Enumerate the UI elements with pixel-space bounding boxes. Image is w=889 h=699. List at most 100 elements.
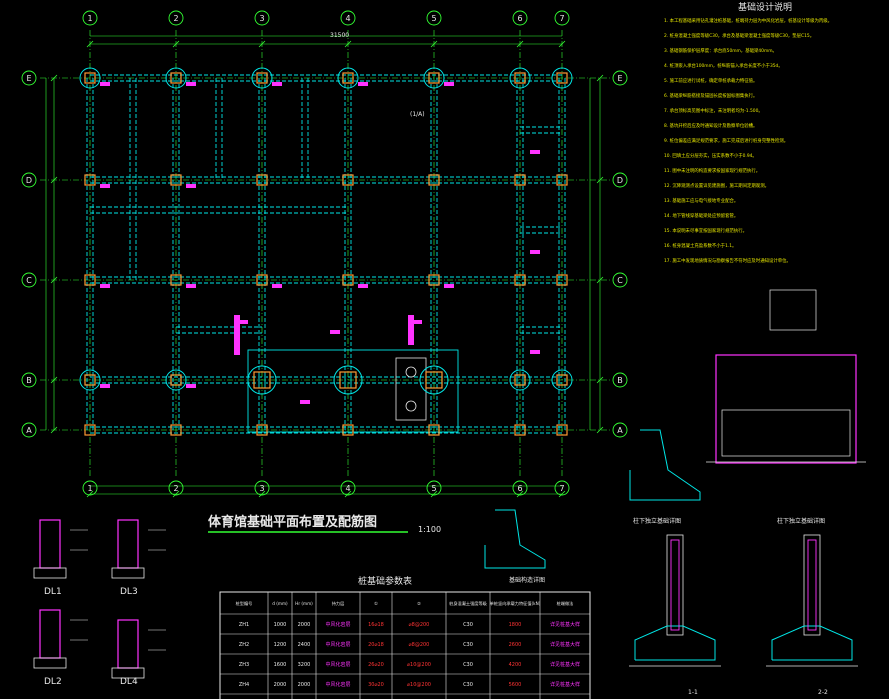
axis-col-bottom-label: 7 (559, 484, 564, 493)
detail-base (33, 567, 67, 579)
dim-tick (596, 74, 604, 82)
table-cell: 16⌀18 (368, 622, 384, 628)
design-notes: 1. 本工程基础采用钻孔灌注桩基础，桩端持力层为中风化岩层，桩基设计等级为丙级。… (664, 17, 832, 264)
table-cell: 中风化岩层 (325, 661, 350, 668)
plan-annotation (412, 320, 422, 324)
pile-circle (247, 365, 277, 395)
axis-row-right-circle (612, 422, 628, 438)
section-details (484, 289, 866, 667)
pile-circle (551, 369, 573, 391)
note-line: 3. 基础钢筋保护层厚度：承台底50mm，基础梁40mm。 (664, 47, 777, 54)
note-line: 2. 桩身混凝土强度等级C30，承台及基础梁混凝土强度等级C30，垫层C15。 (664, 32, 814, 39)
table-header-cell: 持力层 (332, 600, 345, 607)
axis-row-right-circle (612, 172, 628, 188)
axis-col-bottom-circle (168, 480, 184, 496)
pit-hole (405, 366, 417, 378)
axis-row-right-label: D (617, 176, 623, 185)
pile-circle (509, 67, 531, 89)
axis-col-top-circle (340, 10, 356, 26)
axis-col-bottom-circle (82, 480, 98, 496)
table-cell: 1000 (274, 622, 287, 628)
table-cell: 26⌀20 (368, 662, 384, 668)
axis-col-top-label: 2 (173, 14, 178, 23)
pile-cap (253, 371, 271, 389)
table-cell: ZH2 (239, 642, 249, 648)
pile-cap (256, 274, 268, 286)
table-cell: 中风化岩层 (325, 621, 350, 628)
pile-circle (337, 67, 359, 89)
axis-col-top-circle (554, 10, 570, 26)
column-rebar (807, 539, 817, 631)
pile-cap (84, 374, 96, 386)
wall-detail (769, 289, 817, 331)
pile-cap (425, 371, 443, 389)
table-cell: 1600 (274, 662, 287, 668)
detail-dl2: DL2 (44, 677, 62, 687)
pile-circle (551, 67, 573, 89)
plan-annotation (408, 315, 414, 345)
table-cell: ⌀10@200 (407, 682, 431, 688)
axis-col-top-label: 6 (517, 14, 522, 23)
dim-tick (430, 490, 438, 498)
table-cell: ⌀10@200 (407, 662, 431, 668)
plan-annotation (100, 384, 110, 388)
detail-dl1: DL1 (44, 587, 62, 597)
pile-cap (256, 174, 268, 186)
table-header-cell: 桩型编号 (236, 600, 253, 607)
axis-col-top-label: 1 (87, 14, 92, 23)
table-cell: 详见桩基大样 (550, 661, 580, 668)
table-cell: 1800 (509, 622, 522, 628)
table-header-cell: Hr (mm) (295, 601, 313, 606)
table-cell: 2400 (298, 642, 311, 648)
table-header-cell: d (mm) (272, 601, 288, 606)
notes-title: 基础设计说明 (738, 1, 792, 13)
plan-annotation (530, 250, 540, 254)
plan-annotation (530, 350, 540, 354)
pit-section (715, 354, 857, 464)
pile-cap (342, 72, 354, 84)
pile-cap (170, 174, 182, 186)
plan-annotation (186, 284, 196, 288)
beam-section-details (33, 519, 166, 679)
note-line: 6. 基础梁纵筋搭接及锚固长度按国标图集执行。 (664, 92, 757, 99)
axis-row-right-circle (612, 372, 628, 388)
pile-cap (84, 174, 96, 186)
pit-hole (405, 400, 417, 412)
pile-circle (333, 365, 363, 395)
note-line: 9. 桩位偏差应满足规范要求，施工完成后进行桩身完整性检测。 (664, 137, 788, 144)
plan-annotation (100, 284, 110, 288)
table-header-cell: 单桩竖向承载力特征值(kN) (490, 600, 541, 607)
section-label-2: 2-2 (818, 689, 828, 696)
pile-circle (423, 67, 445, 89)
table-cell: 2600 (509, 642, 522, 648)
pile-cap (514, 72, 526, 84)
axis-col-top-label: 3 (259, 14, 264, 23)
slope-detail (484, 509, 546, 569)
axis-col-top-circle (82, 10, 98, 26)
detail-caption-right: 柱下独立基础详图 (777, 517, 825, 525)
table-cell: 详见桩基大样 (550, 641, 580, 648)
detail-base (111, 667, 145, 679)
slope-footing (629, 429, 701, 501)
plan-annotation (238, 320, 248, 324)
pile-cap (342, 174, 354, 186)
axis-row-right-label: C (617, 276, 623, 285)
axis-col-bottom-label: 6 (517, 484, 522, 493)
table-cell: 4200 (509, 662, 522, 668)
table-cell: ZH3 (239, 662, 249, 668)
axis-col-bottom-circle (254, 480, 270, 496)
axis-row-right-label: E (617, 74, 622, 83)
note-line: 14. 地下管线穿基础梁处应预留套管。 (664, 212, 738, 219)
table-cell: ⌀8@200 (409, 642, 430, 648)
table-cell: 1200 (274, 642, 287, 648)
axis-row-left-circle (21, 70, 37, 86)
table-cell: ZH1 (239, 622, 249, 628)
table-cell: 20⌀18 (368, 642, 384, 648)
note-line: 11. 图中未注明的构造要求按国家现行规范执行。 (664, 167, 760, 174)
table-cell: 5600 (509, 682, 522, 688)
column-stem (666, 534, 684, 636)
pile-cap (428, 174, 440, 186)
axis-col-bottom-label: 4 (345, 484, 350, 493)
